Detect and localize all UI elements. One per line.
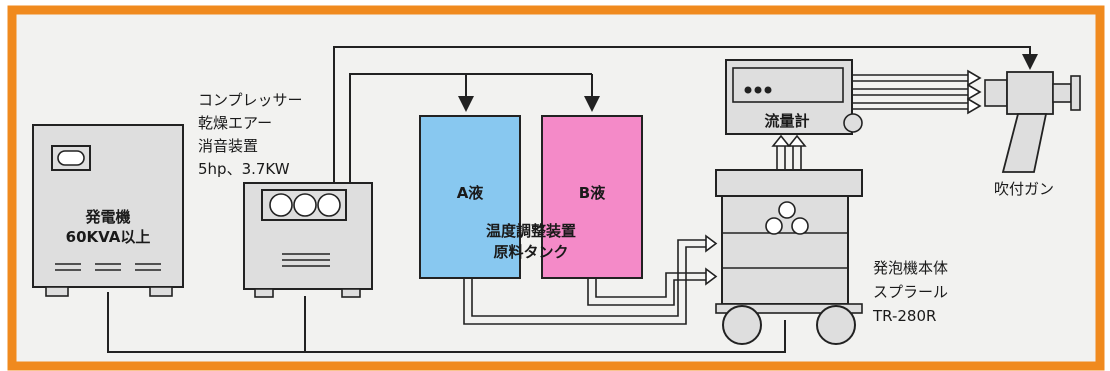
flowmeter-knob [843, 113, 863, 133]
compressor-dial-3 [317, 193, 341, 217]
gun-barrel [1006, 71, 1054, 115]
flowmeter: 流量計 [725, 59, 863, 135]
connection-lines [107, 46, 1038, 353]
machine-gauge-top [778, 201, 796, 219]
compressor-dial-2 [293, 193, 317, 217]
riser-2-arrow [787, 134, 807, 147]
gun-hose-1-arrow [967, 69, 982, 87]
tank-b [541, 115, 643, 279]
tanks-caption-1: 温度調整装置 [486, 222, 576, 240]
air-line-to-gun [333, 46, 1038, 183]
compressor-vents [282, 253, 330, 267]
generator-foot-left [45, 286, 69, 297]
tank-a-label: A液 [457, 184, 485, 202]
machine-top [715, 169, 863, 197]
riser-1-arrow [771, 134, 791, 147]
hose-b-arrow [705, 267, 718, 286]
flowmeter-label: 流量計 [764, 112, 809, 130]
flowmeter-led-3 [764, 86, 772, 94]
machine-wheel-right [816, 305, 856, 345]
generator-label-capacity: 60KVA以上 [66, 228, 151, 246]
hose-a-arrow [705, 234, 718, 253]
compressor-label-4: 5hp、3.7KW [198, 160, 290, 178]
machine-label-3: TR-280R [872, 307, 936, 325]
gun-hose-3-arrow [967, 97, 982, 115]
gun-rear-block [984, 79, 1008, 107]
tank-a [419, 115, 521, 279]
tank-b-label: B液 [579, 184, 606, 202]
compressor-foot-right [341, 288, 361, 298]
generator-panel-inner [57, 150, 85, 166]
compressor-label-2: 乾燥エアー [198, 114, 272, 132]
hose-a-inner [471, 239, 708, 317]
compressor-label-1: コンプレッサー [198, 91, 303, 109]
hose-b-outer [587, 278, 708, 306]
machine-base [715, 303, 863, 314]
machine-wheel-left [722, 305, 762, 345]
machine-label-1: 発泡機本体 [873, 259, 948, 277]
compressor-foot-left [254, 288, 274, 298]
power-line [107, 292, 786, 353]
hose-b-inner [595, 272, 708, 298]
gun-handle [1001, 113, 1048, 173]
hose-a-outer [463, 246, 708, 325]
generator-vents [55, 263, 161, 271]
flowmeter-led-1 [744, 86, 752, 94]
tanks-caption-2: 原料タンク [493, 243, 568, 261]
machine-gauge-right [791, 217, 809, 235]
generator-label-name: 発電機 [84, 208, 130, 226]
gun-hose-2-arrow [967, 83, 982, 101]
flowmeter-display [732, 67, 844, 103]
air-line-to-tanks [349, 73, 592, 183]
gun-nozzle [1052, 83, 1072, 103]
generator-foot-right [149, 286, 173, 297]
compressor-label-3: 消音装置 [198, 137, 258, 155]
machine-gauge-left [765, 217, 783, 235]
machine-label-2: スプラール [873, 283, 948, 301]
generator: 発電機 60KVA以上 [32, 124, 184, 297]
compressor-dial-1 [269, 193, 293, 217]
raw-material-tanks: A液 B液 温度調整装置 原料タンク [419, 115, 643, 279]
gun-label: 吹付ガン [994, 180, 1054, 198]
gun-nozzle-tip [1070, 75, 1081, 111]
compressor: コンプレッサー 乾燥エアー 消音装置 5hp、3.7KW [198, 91, 373, 298]
flowmeter-led-2 [754, 86, 762, 94]
spray-gun: 吹付ガン [984, 71, 1081, 198]
material-hoses [463, 69, 982, 325]
foaming-machine: 発泡機本体 スプラール TR-280R [715, 169, 948, 345]
